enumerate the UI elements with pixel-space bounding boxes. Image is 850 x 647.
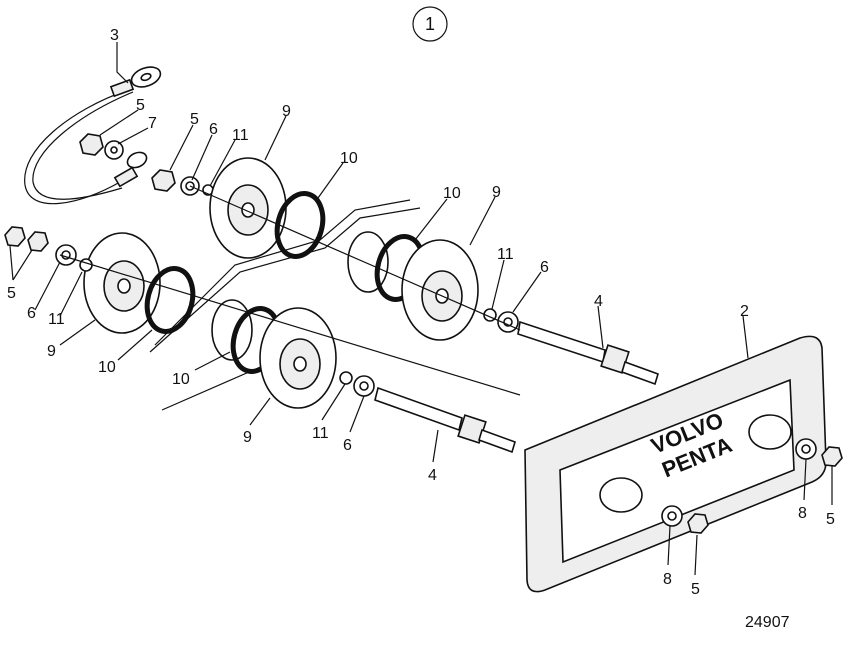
- stud-upper: [517, 320, 659, 386]
- view-number: 1: [425, 14, 435, 34]
- isolator-pad-lower: [211, 299, 375, 409]
- callout-labels: 3 5 7 5 6 11 9 10 10 9 11 6 4 2 5 6 11 9…: [7, 27, 835, 598]
- anode-plate: VOLVO PENTA: [524, 335, 827, 593]
- callout-10: 10: [340, 150, 358, 167]
- isolator-pad-left: [83, 232, 196, 334]
- callout-6: 6: [343, 437, 352, 454]
- leader-lines: [9, 42, 833, 576]
- callout-7: 7: [148, 115, 157, 132]
- left-hardware-stack: [4, 226, 93, 272]
- callout-11: 11: [497, 246, 514, 263]
- isolator-pad-upper: [209, 157, 326, 259]
- callout-11: 11: [48, 311, 65, 328]
- callout-3-cable: 3: [110, 27, 119, 44]
- callout-5: 5: [826, 511, 835, 528]
- plate-hardware: [661, 438, 843, 534]
- callout-6: 6: [27, 305, 36, 322]
- callout-9: 9: [492, 184, 501, 201]
- callout-8: 8: [798, 505, 807, 522]
- callout-9: 9: [243, 429, 252, 446]
- callout-2-plate: 2: [740, 303, 749, 320]
- callout-5: 5: [136, 97, 145, 114]
- callout-6: 6: [209, 121, 218, 138]
- callout-9: 9: [47, 343, 56, 360]
- ground-cable: [24, 66, 162, 205]
- callout-4: 4: [428, 467, 437, 484]
- callout-9: 9: [282, 103, 291, 120]
- stud-lower: [374, 386, 516, 454]
- callout-5: 5: [691, 581, 700, 598]
- callout-5: 5: [7, 285, 16, 302]
- callout-5: 5: [190, 111, 199, 128]
- callout-6: 6: [540, 259, 549, 276]
- callout-10: 10: [98, 359, 116, 376]
- callout-10: 10: [443, 185, 461, 202]
- drawing-number: 24907: [745, 614, 790, 631]
- cable-hardware: [79, 133, 214, 196]
- isolator-pad-right: [347, 231, 519, 341]
- callout-10: 10: [172, 371, 190, 388]
- callout-4: 4: [594, 293, 603, 310]
- view-number-badge: 1: [412, 6, 448, 42]
- callout-8: 8: [663, 571, 672, 588]
- callout-11: 11: [232, 127, 249, 144]
- callout-11: 11: [312, 425, 329, 442]
